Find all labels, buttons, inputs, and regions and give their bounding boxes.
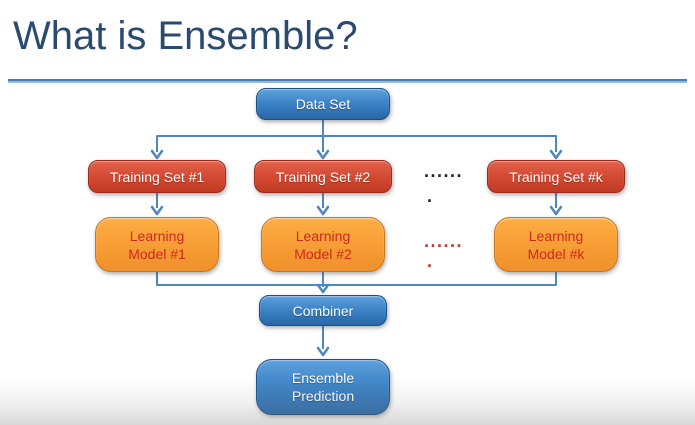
node-ensemble-prediction-label: Ensemble Prediction: [291, 370, 355, 404]
learning-row-ellipsis: ......: [424, 231, 464, 251]
arrowhead-training-2: [316, 149, 330, 160]
node-training-set-2: Training Set #2: [254, 160, 392, 193]
arrowhead-learning-1: [150, 205, 164, 216]
title-divider: [8, 79, 687, 81]
arrowhead-ensemble: [316, 346, 330, 357]
learning-row-ellipsis-vertical: .: [427, 251, 434, 271]
slide-title: What is Ensemble?: [13, 14, 358, 58]
arrowhead-learning-k: [549, 205, 563, 216]
node-learning-model-2-label: Learning Model #2: [294, 227, 352, 262]
connector-collect-line: [156, 272, 557, 286]
node-learning-model-k-label: Learning Model #k: [527, 227, 585, 262]
node-training-set-2-label: Training Set #2: [275, 168, 371, 185]
node-combiner: Combiner: [259, 295, 387, 326]
node-training-set-1-label: Training Set #1: [109, 168, 205, 185]
node-learning-model-k: Learning Model #k: [494, 217, 618, 272]
node-data-set-label: Data Set: [295, 96, 351, 112]
arrowhead-combiner: [316, 283, 330, 294]
training-row-ellipsis: ......: [424, 161, 464, 181]
node-ensemble-prediction: Ensemble Prediction: [256, 359, 390, 415]
connector-branch-line: [156, 135, 557, 152]
arrowhead-training-1: [150, 149, 164, 160]
arrowhead-learning-2: [316, 205, 330, 216]
arrowhead-training-k: [549, 149, 563, 160]
node-training-set-1: Training Set #1: [88, 160, 226, 193]
node-learning-model-2: Learning Model #2: [261, 217, 385, 272]
node-learning-model-1-label: Learning Model #1: [128, 227, 186, 262]
training-row-ellipsis-vertical: .: [427, 186, 434, 206]
node-combiner-label: Combiner: [292, 302, 354, 319]
node-training-set-k: Training Set #k: [487, 160, 625, 193]
node-data-set: Data Set: [256, 88, 390, 120]
node-training-set-k-label: Training Set #k: [509, 168, 603, 185]
node-learning-model-1: Learning Model #1: [95, 217, 219, 272]
